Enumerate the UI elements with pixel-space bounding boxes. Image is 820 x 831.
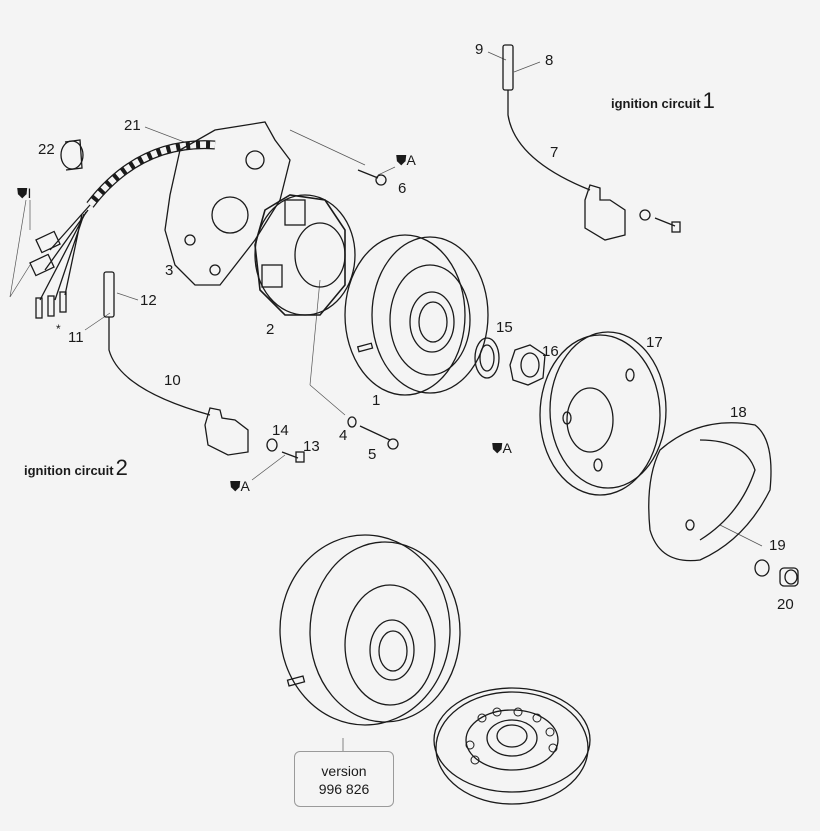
flywheel-version-996826 (279, 534, 461, 726)
part-label-16: 16 (542, 343, 559, 360)
wiring-harness (29, 140, 216, 319)
pickup-coil-circuit-2 (103, 271, 305, 463)
part-label-11: 11 (68, 329, 84, 346)
part-label-8: 8 (545, 52, 554, 69)
circuit-number: 2 (115, 455, 128, 480)
stator-coil-assembly (254, 194, 356, 316)
loctite-a-marker-16: ⛊A (492, 440, 512, 457)
version-box: version 996 826 (294, 751, 394, 807)
part-label-12: 12 (140, 292, 157, 309)
drop-icon: ⛊ (396, 152, 407, 168)
ignition-circuit-2-label: ignition circuit2 (24, 455, 128, 481)
nut-part (509, 344, 546, 386)
loctite-a-marker-13: ⛊A (230, 478, 250, 495)
circuit-number: 1 (702, 88, 715, 113)
part-label-3: 3 (165, 262, 174, 279)
drop-icon: ⛊ (17, 185, 28, 201)
version-line-1: version (321, 763, 367, 779)
drop-icon: ⛊ (230, 478, 241, 494)
version-line-2: 996 826 (318, 781, 370, 797)
fan-cover-part (648, 422, 772, 562)
part-label-19: 19 (769, 537, 786, 554)
marker-letter: A (502, 440, 512, 456)
drop-icon: ⛊ (492, 440, 503, 456)
pickup-coil-circuit-1 (502, 44, 681, 241)
grommet-part (60, 139, 84, 171)
part-label-18: 18 (730, 404, 747, 421)
part-label-1: 1 (372, 392, 381, 409)
cover-disc-part (539, 331, 667, 496)
part-label-2: 2 (266, 321, 275, 338)
marker-letter: A (240, 478, 250, 494)
circuit-label-text: ignition circuit (24, 463, 114, 478)
flywheel-part (344, 234, 489, 396)
part-label-17: 17 (646, 334, 663, 351)
part-label-9: 9 (475, 41, 484, 58)
screw-5 (347, 416, 399, 450)
loctite-a-marker-6: ⛊A (396, 152, 416, 169)
part-label-7: 7 (550, 144, 559, 161)
part-label-4: 4 (339, 427, 348, 444)
ignition-circuit-1-label: ignition circuit1 (611, 88, 715, 114)
part-label-14: 14 (272, 422, 289, 439)
marker-letter: A (406, 152, 416, 168)
part-label-15: 15 (496, 319, 513, 336)
asterisk-note: * (56, 322, 61, 336)
part-label-5: 5 (368, 446, 377, 463)
part-label-10: 10 (164, 372, 181, 389)
marker-letter: I (27, 185, 32, 201)
part-label-22: 22 (38, 141, 55, 158)
washer-19 (754, 559, 770, 577)
part-label-13: 13 (303, 438, 320, 455)
stator-base-plate (164, 121, 291, 286)
rotor-underside (433, 687, 591, 805)
part-label-21: 21 (124, 117, 141, 134)
part-label-6: 6 (398, 180, 407, 197)
leader-lines (9, 51, 763, 751)
screw-6 (357, 169, 387, 186)
lock-washer-part (474, 337, 500, 379)
part-label-20: 20 (777, 596, 794, 613)
screw-20 (779, 567, 799, 587)
loctite-i-marker: ⛊I (17, 185, 31, 202)
circuit-label-text: ignition circuit (611, 96, 701, 111)
